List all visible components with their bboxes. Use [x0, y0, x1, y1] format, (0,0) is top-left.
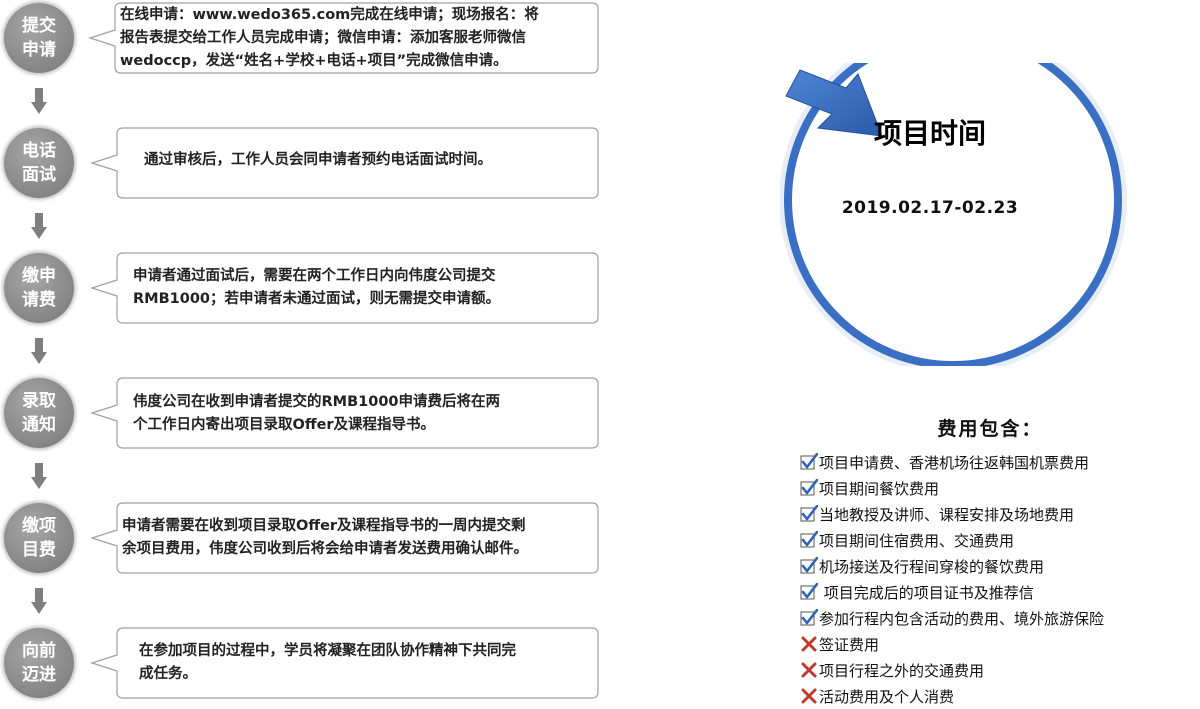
step-circle-project-fee: 缴项 目费 — [4, 503, 74, 573]
callout-line: 成任务。 — [139, 666, 197, 682]
fee-item-label: 项目完成后的项目证书及推荐信 — [819, 583, 1034, 602]
fee-list-title: 费用包含： — [937, 418, 1043, 440]
step-label-line1: 录取 — [22, 391, 56, 411]
checkbox-checked-icon — [800, 582, 819, 601]
step-circle-admission: 录取 通知 — [4, 378, 74, 448]
step-label-line2: 通知 — [22, 415, 56, 435]
down-arrow-icon — [31, 463, 47, 489]
callout-text-admission: 伟度公司在收到申请者提交的RMB1000申请费后将在两 个工作日内寄出项目录取O… — [133, 391, 500, 437]
fee-item: 活动费用及个人消费 — [800, 685, 954, 707]
fee-item-label: 机场接送及行程间穿梭的餐饮费用 — [819, 557, 1045, 576]
checkbox-checked-icon — [800, 504, 819, 523]
fee-item: 参加行程内包含活动的费用、境外旅游保险 — [800, 607, 1104, 629]
callout-text-move-forward: 在参加项目的过程中，学员将凝聚在团队协作精神下共同完 成任务。 — [139, 640, 516, 686]
callout-line: 个工作日内寄出项目录取Offer及课程指导书。 — [133, 417, 436, 433]
step-label-line2: 请费 — [22, 290, 56, 310]
fee-item-label: 活动费用及个人消费 — [819, 687, 955, 706]
fee-item: 机场接送及行程间穿梭的餐饮费用 — [800, 555, 1044, 577]
step-label-line2: 面试 — [22, 165, 56, 185]
fee-item-label: 签证费用 — [819, 635, 880, 654]
callout-text-application-fee: 申请者通过面试后，需要在两个工作日内向伟度公司提交 RMB1000；若申请者未通… — [133, 265, 500, 311]
step-label-line1: 缴项 — [22, 516, 56, 536]
callout-line: 在线申请：www.wedo365.com完成在线申请；现场报名：将 — [120, 7, 539, 23]
project-time-ring — [780, 63, 1127, 366]
checkbox-checked-icon — [800, 530, 819, 549]
callout-text-submit: 在线申请：www.wedo365.com完成在线申请；现场报名：将 报告表提交给… — [120, 4, 539, 73]
fee-item: 项目完成后的项目证书及推荐信 — [800, 581, 1034, 603]
callout-text-project-fee: 申请者需要在收到项目录取Offer及课程指导书的一周内提交剩 余项目费用，伟度公… — [122, 515, 528, 561]
callout-line: 余项目费用，伟度公司收到后将会给申请者发送费用确认邮件。 — [122, 541, 528, 557]
step-circle-phone-interview: 电话 面试 — [4, 128, 74, 198]
fee-item-label: 当地教授及讲师、课程安排及场地费用 — [819, 505, 1075, 524]
down-arrow-icon — [31, 588, 47, 614]
fee-item-label: 参加行程内包含活动的费用、境外旅游保险 — [819, 609, 1105, 628]
checkbox-checked-icon — [800, 478, 819, 497]
callout-line: 申请者需要在收到项目录取Offer及课程指导书的一周内提交剩 — [122, 518, 526, 534]
step-circle-move-forward: 向前 迈进 — [4, 628, 74, 698]
callout-line: 伟度公司在收到申请者提交的RMB1000申请费后将在两 — [133, 394, 501, 410]
step-label-line1: 缴申 — [22, 266, 56, 286]
cross-icon — [800, 661, 818, 679]
callout-line: RMB1000；若申请者未通过面试，则无需提交申请额。 — [133, 291, 501, 307]
step-label-line1: 电话 — [22, 141, 56, 161]
callout-line: 在参加项目的过程中，学员将凝聚在团队协作精神下共同完 — [139, 643, 516, 659]
fee-item: 项目行程之外的交通费用 — [800, 659, 984, 681]
checkbox-checked-icon — [800, 452, 819, 471]
fee-item: 项目申请费、香港机场往返韩国机票费用 — [800, 451, 1089, 473]
ring-arrow-icon — [785, 69, 883, 137]
callout-line: 报告表提交给工作人员完成申请；微信申请：添加客服老师微信 — [120, 30, 526, 46]
step-label-line1: 向前 — [22, 641, 56, 661]
down-arrow-icon — [31, 338, 47, 364]
step-label-line2: 迈进 — [22, 665, 56, 685]
fee-item-label: 项目申请费、香港机场往返韩国机票费用 — [819, 453, 1090, 472]
fee-item-label: 项目期间餐饮费用 — [819, 479, 940, 498]
down-arrow-icon — [31, 213, 47, 239]
fee-item-label: 项目期间住宿费用、交通费用 — [819, 531, 1015, 550]
callout-text-phone-interview: 通过审核后，工作人员会同申请者预约电话面试时间。 — [144, 149, 492, 172]
callout-line: 申请者通过面试后，需要在两个工作日内向伟度公司提交 — [133, 268, 496, 284]
checkbox-checked-icon — [800, 608, 819, 627]
cross-icon — [800, 635, 818, 653]
step-circle-submit: 提交 申请 — [4, 3, 74, 73]
fee-item: 签证费用 — [800, 633, 879, 655]
step-label-line2: 申请 — [22, 40, 56, 60]
callout-line: wedoccp，发送“姓名+学校+电话+项目”完成微信申请。 — [120, 53, 508, 69]
fee-item-label: 项目行程之外的交通费用 — [819, 661, 985, 680]
fee-item: 项目期间住宿费用、交通费用 — [800, 529, 1014, 551]
checkbox-checked-icon — [800, 556, 819, 575]
callout-line: 通过审核后，工作人员会同申请者预约电话面试时间。 — [144, 152, 492, 168]
project-date: 2019.02.17-02.23 — [841, 198, 1019, 218]
step-label-line1: 提交 — [22, 16, 56, 36]
fee-item: 项目期间餐饮费用 — [800, 477, 939, 499]
step-circle-application-fee: 缴申 请费 — [4, 253, 74, 323]
cross-icon — [800, 687, 818, 705]
project-time-title: 项目时间 — [873, 117, 986, 150]
step-label-line2: 目费 — [22, 540, 56, 560]
down-arrow-icon — [31, 88, 47, 114]
fee-item: 当地教授及讲师、课程安排及场地费用 — [800, 503, 1074, 525]
